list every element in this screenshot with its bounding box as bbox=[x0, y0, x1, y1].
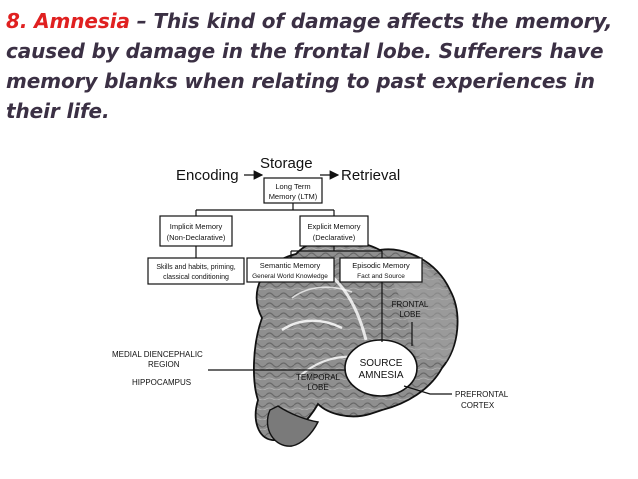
temporal-lobe-label-2: LOBE bbox=[307, 383, 328, 392]
frontal-lobe-shading bbox=[382, 257, 457, 362]
heading-sentence-1: This kind of damage affects the memory, … bbox=[6, 9, 613, 63]
source-amnesia-region bbox=[344, 339, 418, 397]
ltm-line-2: Memory (LTM) bbox=[269, 192, 318, 201]
encoding-label: Encoding bbox=[176, 167, 239, 184]
episodic-node: Episodic Memory Fact and Source bbox=[339, 257, 423, 283]
slide-heading: 8. Amnesia – This kind of damage affects… bbox=[6, 6, 632, 126]
source-amnesia-label-2: AMNESIA bbox=[358, 370, 403, 381]
semantic-line-2: General World Knowledge bbox=[252, 273, 328, 280]
retrieval-label: Retrieval bbox=[341, 167, 400, 184]
skills-line-1: Skills and habits, priming, bbox=[156, 264, 235, 271]
cerebellum-shape bbox=[266, 405, 320, 447]
skills-node: Skills and habits, priming, classical co… bbox=[147, 257, 245, 285]
skills-line-2: classical conditioning bbox=[163, 274, 229, 281]
temporal-lobe-label-1: TEMPORAL bbox=[296, 373, 341, 382]
prefrontal-cortex-label-1: PREFRONTAL bbox=[455, 390, 509, 399]
implicit-line-2: (Non-Declarative) bbox=[167, 233, 226, 242]
brain-illustration bbox=[253, 238, 459, 447]
implicit-node: Implicit Memory (Non-Declarative) bbox=[159, 215, 233, 247]
ltm-node: Long Term Memory (LTM) bbox=[263, 177, 323, 204]
ltm-line-1: Long Term bbox=[275, 182, 310, 191]
source-amnesia-label-1: SOURCE bbox=[360, 358, 403, 369]
episodic-line-2: Fact and Source bbox=[357, 273, 405, 280]
sulcus-line bbox=[281, 319, 343, 332]
explicit-line-2: (Declarative) bbox=[313, 233, 356, 242]
tree-connectors bbox=[195, 203, 452, 395]
hippocampus-label: HIPPOCAMPUS bbox=[132, 378, 191, 387]
heading-number-label: 8. Amnesia bbox=[6, 9, 130, 33]
brain-region-labels: FRONTAL LOBE MEDIAL DIENCEPHALIC REGION … bbox=[112, 300, 509, 410]
episodic-line-1: Episodic Memory bbox=[352, 261, 410, 270]
frontal-lobe-label-2: LOBE bbox=[399, 310, 420, 319]
heading-dash: – bbox=[129, 9, 154, 33]
semantic-node: Semantic Memory General World Knowledge bbox=[246, 257, 335, 283]
medial-diencephalic-label-2: REGION bbox=[148, 360, 180, 369]
heading-sentence-2: Sufferers have memory blanks when relati… bbox=[6, 39, 604, 123]
explicit-line-1: Explicit Memory bbox=[308, 222, 361, 231]
storage-label: Storage bbox=[260, 155, 313, 172]
semantic-line-1: Semantic Memory bbox=[260, 261, 321, 270]
implicit-line-1: Implicit Memory bbox=[170, 222, 223, 231]
explicit-node: Explicit Memory (Declarative) bbox=[299, 215, 369, 247]
frontal-lobe-label-1: FRONTAL bbox=[392, 300, 429, 309]
process-row: Encoding Storage Retrieval bbox=[176, 155, 400, 184]
prefrontal-cortex-label-2: CORTEX bbox=[461, 401, 495, 410]
medial-diencephalic-label-1: MEDIAL DIENCEPHALIC bbox=[112, 350, 203, 359]
